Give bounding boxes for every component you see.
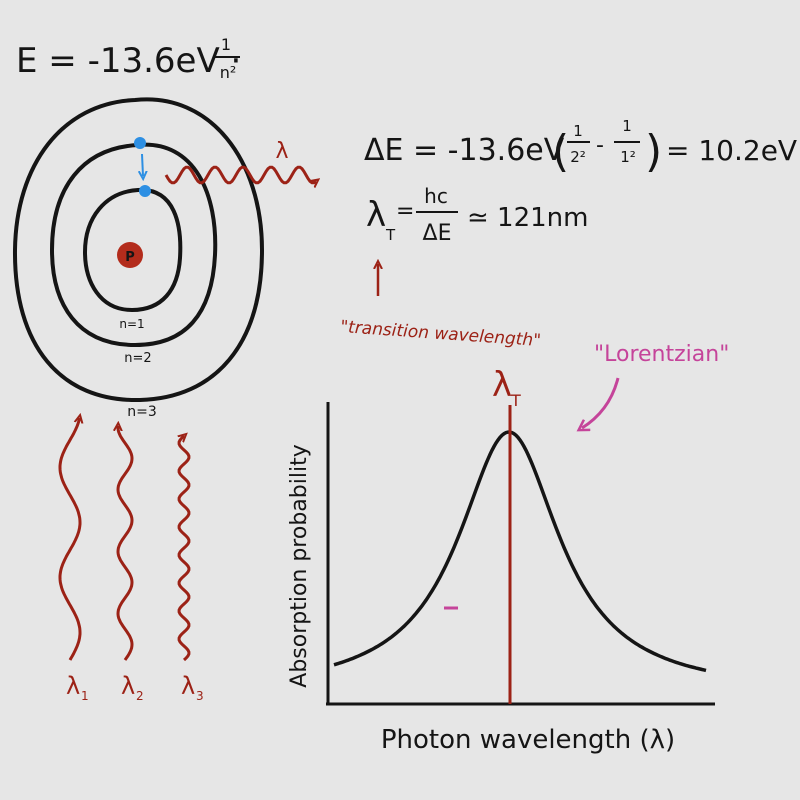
- delta-fraction1-denominator: 2²: [570, 148, 586, 166]
- lambda-fraction-numerator: hc: [424, 184, 448, 208]
- delta-fraction2-denominator: 1²: [620, 148, 636, 166]
- photon-subscript-2: 2: [136, 689, 144, 703]
- lambda-subscript: T: [385, 226, 396, 244]
- delta-fraction2-numerator: 1: [622, 117, 632, 135]
- orbit-label-n3: n=3: [127, 404, 157, 420]
- emitted-photon-wave: [164, 165, 316, 183]
- lambda-symbol: λ: [366, 195, 386, 235]
- photon-subscript-1: 1: [81, 689, 89, 703]
- energy-equation-lhs: E = -13.6eV ·: [16, 41, 241, 81]
- photon-label-2: λ: [121, 672, 135, 700]
- absorption-chart: λ T Absorption probability Photon wavele…: [287, 365, 715, 755]
- lambda-equation-result: ≃ 121nm: [467, 203, 588, 233]
- y-axis-label: Absorption probability: [287, 444, 312, 687]
- nucleus-label: P: [125, 250, 135, 265]
- emitted-photon-label: λ: [275, 139, 288, 164]
- lorentzian-annotation: "Lorentzian": [582, 342, 729, 428]
- photon-label-1: λ: [66, 672, 80, 700]
- incoming-photon-wave-2: [118, 426, 134, 661]
- bohr-atom-diagram: P n=1 n=2 n=3 λ: [12, 97, 316, 420]
- svg-text:(: (: [552, 126, 569, 177]
- peak-label-subscript: T: [510, 391, 521, 410]
- electron-transition-arrow: [142, 153, 143, 176]
- orbit-n1: [82, 187, 183, 313]
- photon-label-3: λ: [181, 672, 195, 700]
- x-axis-label: Photon wavelength (λ): [381, 725, 675, 755]
- orbit-n2: [49, 142, 218, 348]
- delta-equation-result: = 10.2eV: [666, 134, 797, 167]
- incoming-photon-wave-1: [58, 418, 80, 661]
- photon-subscript-3: 3: [196, 689, 204, 703]
- delta-equation-lhs: ΔE = -13.6eV: [364, 133, 565, 168]
- energy-equation: E = -13.6eV · 1 n²: [16, 35, 241, 82]
- electron-initial: [134, 137, 146, 149]
- lorentzian-curve: [333, 430, 707, 673]
- delta-energy-equation: ΔE = -13.6eV ( 1 2² - 1 1² ) = 10.2eV: [364, 117, 797, 177]
- lambda-equals: =: [396, 199, 414, 224]
- proton-nucleus: [117, 242, 143, 268]
- incoming-photon-wave-3: [179, 436, 191, 662]
- energy-fraction-numerator: 1: [221, 35, 231, 54]
- orbit-label-n2: n=2: [124, 351, 151, 366]
- electron-final: [139, 185, 151, 197]
- peak-label: λ: [492, 365, 512, 405]
- lorentzian-arrow: [582, 377, 620, 428]
- energy-fraction-denominator: n²: [220, 63, 237, 82]
- delta-minus: -: [596, 133, 604, 158]
- lambda-fraction-denominator: ΔE: [423, 221, 452, 246]
- transition-wavelength-equation: λ T = hc ΔE ≃ 121nm: [366, 184, 588, 246]
- delta-fraction1-numerator: 1: [573, 122, 583, 140]
- incoming-photons: λ 1 λ 2 λ 3: [58, 418, 204, 703]
- orbit-label-n1: n=1: [119, 317, 144, 331]
- lorentzian-label: "Lorentzian": [594, 342, 729, 367]
- svg-text:): ): [645, 126, 662, 177]
